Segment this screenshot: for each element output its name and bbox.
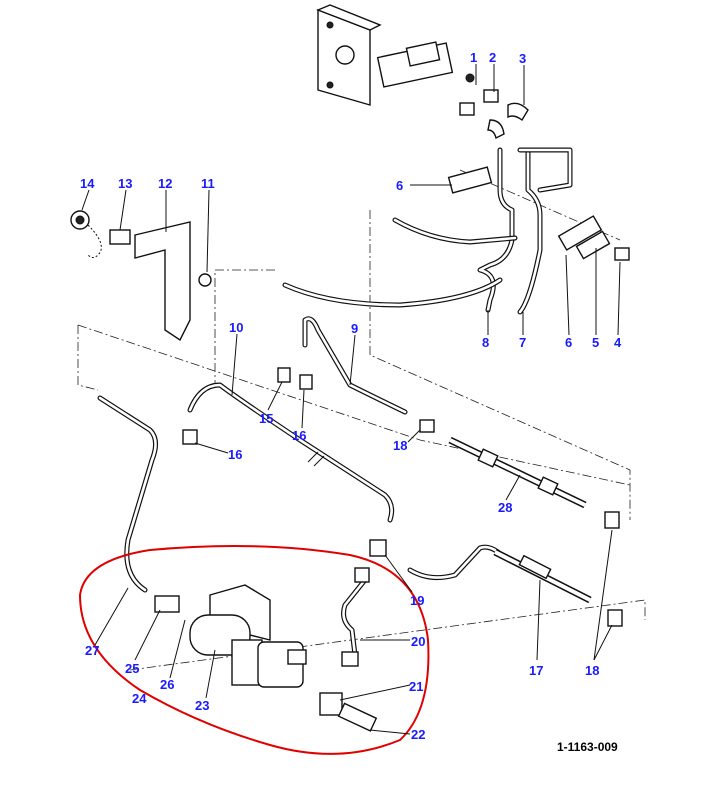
callout-8: 8 (482, 335, 489, 350)
callout-6-right: 6 (565, 335, 572, 350)
callout-18-lower: 18 (585, 663, 599, 678)
callout-13: 13 (118, 176, 132, 191)
drawing-reference-number: 1-1163-009 (557, 740, 618, 754)
callout-labels: 1 2 3 14 13 12 11 6 10 9 8 7 6 5 4 15 16… (80, 50, 622, 742)
callout-22: 22 (411, 727, 425, 742)
callout-11: 11 (201, 176, 215, 191)
callout-12: 12 (158, 176, 172, 191)
callout-4: 4 (614, 335, 622, 350)
callout-7: 7 (519, 335, 526, 350)
callout-26: 26 (160, 677, 174, 692)
callout-15: 15 (259, 411, 273, 426)
callout-18-upper: 18 (393, 438, 407, 453)
callout-9: 9 (351, 321, 358, 336)
callout-5: 5 (592, 335, 599, 350)
callout-2: 2 (489, 50, 496, 65)
callout-19: 19 (410, 593, 424, 608)
callout-16-lower: 16 (228, 447, 242, 462)
highlight-outline (78, 545, 430, 755)
hoses (448, 436, 592, 604)
callout-14: 14 (80, 176, 95, 191)
callout-16-upper: 16 (292, 428, 306, 443)
callout-1: 1 (470, 50, 477, 65)
callout-20: 20 (411, 634, 425, 649)
fittings (70, 166, 630, 667)
callout-21: 21 (409, 679, 423, 694)
callout-3: 3 (519, 51, 526, 66)
callout-6-top: 6 (396, 178, 403, 193)
callout-10: 10 (229, 320, 243, 335)
callout-17: 17 (529, 663, 543, 678)
callout-25: 25 (125, 661, 139, 676)
callout-28: 28 (498, 500, 512, 515)
mounting-bracket-valve (316, 4, 529, 140)
hydraulic-pipes (97, 147, 573, 658)
control-valve-block (189, 584, 378, 732)
callout-23: 23 (195, 698, 209, 713)
leader-lines (81, 64, 621, 735)
callout-24: 24 (132, 691, 147, 706)
callout-27: 27 (85, 643, 99, 658)
